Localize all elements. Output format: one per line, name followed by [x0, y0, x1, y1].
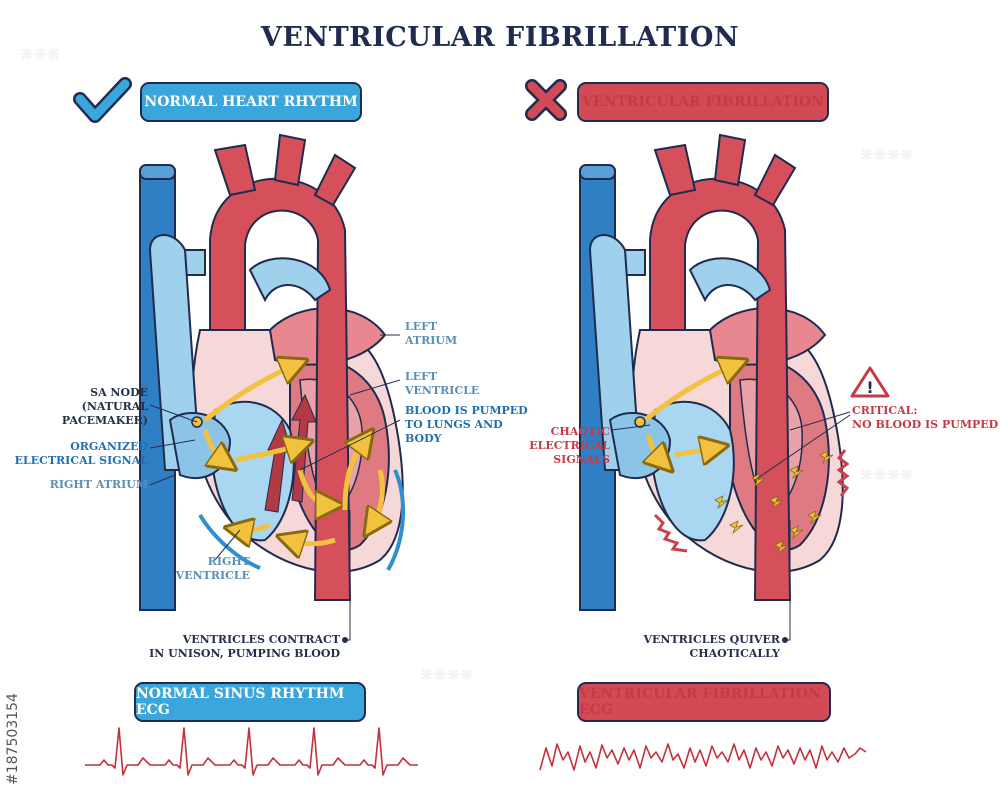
label-organized-signal: ORGANIZED ELECTRICAL SIGNAL: [14, 440, 148, 467]
svg-text:❋❋❋❋: ❋❋❋❋: [860, 465, 914, 484]
stock-id: #187503154: [2, 560, 24, 810]
vfib-ecg-badge: VENTRICULAR FIBRILLATION ECG: [577, 682, 831, 722]
cross-icon: [525, 79, 567, 121]
normal-ecg-badge: NORMAL SINUS RHYTHM ECG: [134, 682, 366, 722]
label-left-atrium: LEFT ATRIUM: [405, 320, 458, 347]
vfib-ecg-trace: [539, 743, 867, 771]
svg-text:!: !: [866, 378, 873, 397]
label-sa-node: SA NODE (NATURAL PACEMAKER): [61, 386, 148, 427]
label-ventricles-contract: VENTRICLES CONTRACT IN UNISON, PUMPING B…: [149, 633, 340, 660]
watermark: ❋❋❋ ❋❋❋❋ ❋❋❋❋ ❋❋❋❋: [20, 45, 914, 684]
svg-text:❋❋❋❋: ❋❋❋❋: [860, 145, 914, 164]
heart-fibrillating: [579, 133, 850, 611]
stock-id-text: #187503154: [5, 693, 21, 785]
svg-text:❋❋❋❋: ❋❋❋❋: [420, 665, 474, 684]
leader-dot-right: [782, 637, 788, 643]
heart-normal: [139, 133, 405, 611]
warning-icon: !: [850, 366, 890, 398]
label-critical: CRITICAL: NO BLOOD IS PUMPED: [852, 404, 999, 431]
normal-rhythm-badge: NORMAL HEART RHYTHM: [140, 82, 362, 122]
svg-text:❋❋❋: ❋❋❋: [20, 45, 60, 64]
label-right-atrium: RIGHT ATRIUM: [49, 478, 148, 491]
normal-ecg-trace: [85, 727, 418, 776]
label-blood-pumped: BLOOD IS PUMPED TO LUNGS AND BODY: [405, 404, 528, 445]
leader-dot-left: [342, 637, 348, 643]
label-right-ventricle: RIGHT VENTRICLE: [175, 555, 250, 582]
page-title: VENTRICULAR FIBRILLATION: [260, 22, 740, 53]
check-icon: [73, 77, 132, 123]
label-ventricles-quiver: VENTRICLES QUIVER CHAOTICALLY: [643, 633, 780, 660]
label-left-ventricle: LEFT VENTRICLE: [405, 370, 480, 397]
label-chaotic-signals: CHAOTIC ELECTRICAL SIGNALS: [529, 425, 610, 466]
vfib-badge: VENTRICULAR FIBRILLATION: [577, 82, 829, 122]
